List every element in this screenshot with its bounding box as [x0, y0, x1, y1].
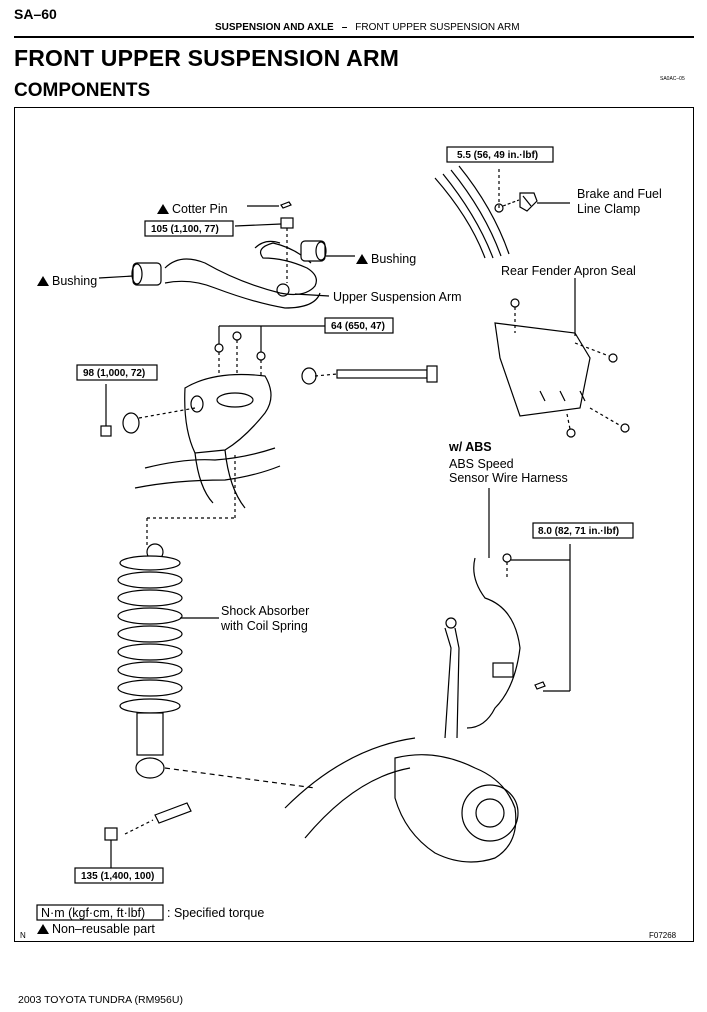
legend: N·m (kgf·cm, ft·lbf) : Specified torque … — [36, 904, 264, 936]
non-reusable-triangle-icon — [37, 924, 49, 934]
non-reusable-triangle-icon — [157, 204, 169, 214]
label-brake-fuel-clamp-1: Brake and Fuel — [577, 187, 662, 201]
torque-box-80: 8.0 (82, 71 in.·lbf) — [532, 522, 634, 539]
torque-64: 64 (650, 47) — [331, 321, 385, 332]
label-brake-fuel-clamp-2: Line Clamp — [577, 202, 640, 216]
header-separator: – — [341, 22, 348, 33]
torque-98: 98 (1,000, 72) — [83, 368, 145, 379]
leader-105 — [234, 223, 282, 227]
torque-135: 135 (1,400, 100) — [81, 871, 154, 882]
header-subsection: FRONT UPPER SUSPENSION ARM — [355, 22, 520, 33]
reference-code: SA0AC–05 — [660, 76, 685, 82]
components-diagram: 5.5 (56, 49 in.·lbf) 105 (1,100, 77) 64 … — [20, 146, 677, 940]
label-rear-fender-apron-seal: Rear Fender Apron Seal — [501, 264, 636, 278]
running-header: SUSPENSION AND AXLE–FRONT UPPER SUSPENSI… — [215, 22, 520, 33]
torque-55: 5.5 (56, 49 in.·lbf) — [457, 150, 538, 161]
cotter-pin — [280, 201, 292, 209]
torque-80: 8.0 (82, 71 in.·lbf) — [538, 526, 619, 537]
footer-model: 2003 TOYOTA TUNDRA (RM956U) — [18, 994, 183, 1006]
components-diagram-frame: 5.5 (56, 49 in.·lbf) 105 (1,100, 77) 64 … — [14, 107, 694, 942]
leader-80 — [511, 544, 571, 692]
page-title: FRONT UPPER SUSPENSION ARM — [14, 45, 400, 71]
lower-bolt-135 — [104, 802, 192, 868]
label-w-abs: w/ ABS — [448, 440, 492, 454]
abs-sensor-wire-harness — [466, 553, 546, 729]
non-reusable-triangle-icon — [356, 254, 368, 264]
label-cotter-pin: Cotter Pin — [172, 202, 228, 216]
leader-bushing-left — [98, 275, 134, 279]
label-abs-harness: Sensor Wire Harness — [449, 471, 568, 485]
header-section: SUSPENSION AND AXLE — [215, 22, 334, 33]
torque-105: 105 (1,100, 77) — [151, 224, 219, 235]
label-shock-absorber: Shock Absorber — [221, 604, 309, 618]
header-rule — [14, 36, 694, 38]
torque-box-135: 135 (1,400, 100) — [74, 867, 164, 884]
long-bolt — [301, 365, 438, 385]
bolt-55 — [494, 168, 504, 213]
torque-box-105: 105 (1,100, 77) — [144, 220, 234, 237]
steering-knuckle-hub — [284, 617, 519, 863]
legend-non-reusable: Non–reusable part — [52, 922, 155, 936]
section-subtitle: COMPONENTS — [14, 80, 151, 101]
page-code: SA–60 — [14, 6, 57, 22]
frame-bracket — [134, 373, 281, 509]
shock-absorber-coil-spring — [117, 453, 316, 789]
torque-box-98: 98 (1,000, 72) — [76, 364, 158, 381]
label-upper-suspension-arm: Upper Suspension Arm — [333, 290, 462, 304]
figure-code: F07268 — [649, 931, 677, 940]
corner-n: N — [20, 931, 26, 940]
upper-suspension-arm — [164, 240, 321, 309]
castle-nut — [280, 217, 294, 283]
torque-box-64: 64 (650, 47) — [324, 317, 394, 334]
bolt-98 — [100, 384, 196, 437]
bushing-right — [300, 240, 327, 262]
brake-lines-illustration — [434, 165, 510, 259]
label-with-coil-spring: with Coil Spring — [220, 619, 308, 633]
rear-fender-apron-seal — [494, 298, 630, 438]
legend-unit-box: N·m (kgf·cm, ft·lbf) — [41, 906, 145, 920]
label-abs-speed: ABS Speed — [449, 457, 514, 471]
bushing-left — [131, 262, 162, 286]
label-bushing-right: Bushing — [371, 252, 416, 266]
legend-specified-torque: : Specified torque — [167, 906, 264, 920]
torque-box-55: 5.5 (56, 49 in.·lbf) — [446, 146, 554, 163]
leader-upper-arm — [294, 293, 330, 297]
label-bushing-left: Bushing — [52, 274, 97, 288]
brake-fuel-line-clamp — [502, 192, 538, 212]
non-reusable-triangle-icon — [37, 276, 49, 286]
